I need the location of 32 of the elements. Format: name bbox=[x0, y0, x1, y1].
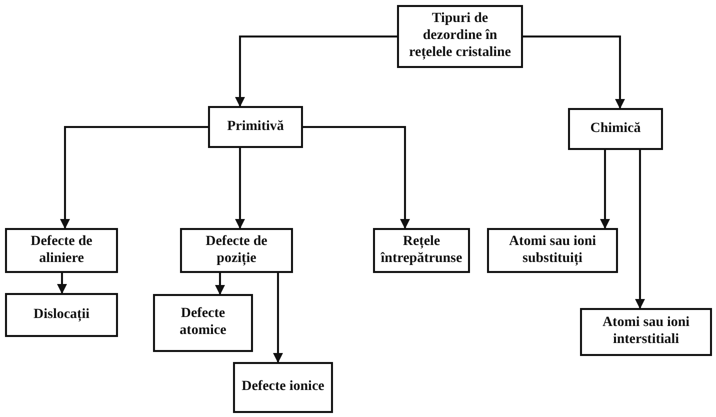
box-label: Defecte ionice bbox=[242, 379, 324, 396]
arrow bbox=[235, 36, 397, 107]
arrow bbox=[235, 148, 245, 229]
arrow bbox=[215, 273, 225, 295]
category-box bbox=[5, 293, 118, 337]
category-box bbox=[153, 294, 253, 352]
arrow bbox=[600, 150, 610, 229]
box-label: Dislocații bbox=[34, 306, 90, 324]
arrow bbox=[273, 273, 283, 363]
arrow bbox=[57, 273, 67, 294]
category-box bbox=[373, 228, 470, 273]
category-box bbox=[180, 228, 293, 273]
category-box bbox=[487, 228, 618, 273]
category-box bbox=[5, 228, 118, 273]
arrow bbox=[303, 126, 410, 229]
box-label: Primitivă bbox=[227, 118, 284, 136]
arrow bbox=[60, 126, 208, 229]
arrow bbox=[635, 150, 645, 309]
box-label: Defecte de poziție bbox=[204, 234, 268, 268]
box-label: Atomi sau ioni substituiți bbox=[508, 234, 598, 268]
box-label: Atomi sau ioni interstitiali bbox=[601, 315, 691, 349]
box-label: Defecte de aliniere bbox=[30, 234, 94, 268]
category-box bbox=[568, 108, 663, 150]
box-label: Defecte atomice bbox=[178, 306, 228, 340]
category-box bbox=[208, 106, 303, 148]
box-label: Rețele întrepătrunse bbox=[380, 234, 464, 268]
box-label: Chimică bbox=[590, 120, 641, 138]
category-box bbox=[397, 5, 523, 68]
category-box bbox=[580, 308, 712, 356]
arrow bbox=[523, 36, 625, 109]
box-label: Tipuri de dezordine în rețelele cristaline bbox=[408, 11, 512, 62]
category-box bbox=[233, 362, 333, 413]
